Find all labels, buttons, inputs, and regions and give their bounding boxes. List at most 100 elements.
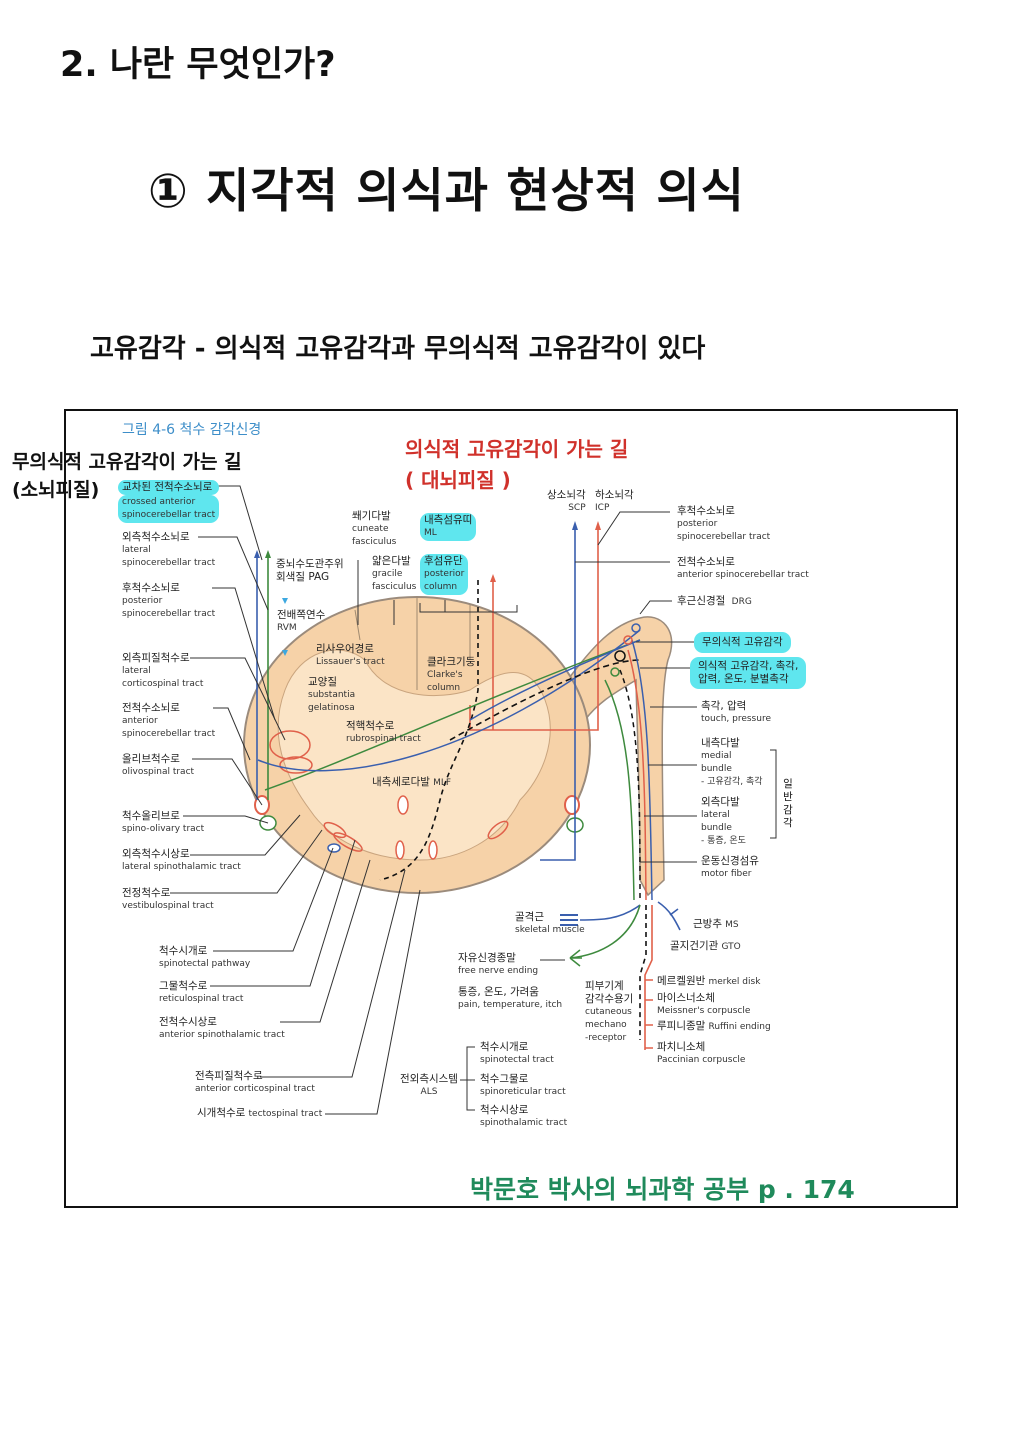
label-en: spinothalamic tract xyxy=(480,1118,568,1128)
label-merkel-disk: 메르켈원반 merkel disk xyxy=(657,975,760,989)
label-ko: 적핵척수로 xyxy=(346,720,395,732)
label-ko: 외측척수시상로 xyxy=(122,848,190,860)
label-ko: 파치니소체 xyxy=(657,1041,706,1053)
label-en: lateral spinothalamic tract xyxy=(122,862,241,872)
unconscious-path-line2: (소뇌피질) xyxy=(12,479,100,501)
label-ko: 골격근 xyxy=(515,911,544,923)
label-en: motor fiber xyxy=(701,869,752,879)
label-en: posterior spinocerebellar tract xyxy=(122,596,216,619)
label-spino-olivary: 척수올리브로 spino-olivary tract xyxy=(122,810,204,836)
label-en: spinoreticular tract xyxy=(480,1087,566,1097)
label-en: spinotectal tract xyxy=(480,1055,554,1065)
label-ko: 전척수소뇌로 xyxy=(122,702,180,714)
label-en: Ruffini ending xyxy=(708,1022,771,1032)
label-ko: 전척수소뇌로 xyxy=(677,556,735,568)
arrow-down-icon xyxy=(282,650,288,656)
label-en: GTO xyxy=(721,942,741,952)
figure-frame xyxy=(64,409,958,1208)
label-ko: 전척수시상로 xyxy=(159,1016,217,1028)
label-en: ML xyxy=(424,528,437,538)
label-en: Clarke's column xyxy=(427,670,463,693)
label-ko: 하소뇌각 xyxy=(595,489,634,501)
label-ko: 교차된 전척수소뇌로 xyxy=(118,480,220,495)
label-right-anterior-spinocerebellar: 전척수소뇌로 anterior spinocerebellar tract xyxy=(677,556,809,582)
label-rubrospinal: 적핵척수로 rubrospinal tract xyxy=(346,720,421,746)
label-ko: 무의식적 고유감각 xyxy=(702,636,783,648)
label-ko: 척수올리브로 xyxy=(122,810,180,822)
arrow-down-icon xyxy=(282,598,288,604)
label-en: DRG xyxy=(731,597,752,607)
label-ko: 메르켈원반 xyxy=(657,975,706,987)
label-en: free nerve ending xyxy=(458,966,539,976)
label-en: spino-olivary tract xyxy=(122,824,205,834)
label-ko: 척수그물로 xyxy=(480,1073,529,1085)
label-en: olivospinal tract xyxy=(122,767,195,777)
label-gracile-fasciculus: 얇은다발 gracile fasciculus xyxy=(372,555,416,594)
label-tectospinal: 시개척수로 tectospinal tract xyxy=(197,1107,322,1121)
label-ko: 촉각, 압력 xyxy=(701,700,747,712)
label-pacinian-corpuscle: 파치니소체 Paccinian corpuscle xyxy=(657,1041,745,1067)
label-en: spinotectal pathway xyxy=(159,959,251,969)
label-en: gracile fasciculus xyxy=(372,569,417,592)
label-ko: 중뇌수도관주위 회색질 PAG xyxy=(276,558,344,583)
dorsal-root-arm xyxy=(559,616,673,897)
label-ko: 루피니종말 xyxy=(657,1020,706,1032)
label-ko: 전측피질척수로 xyxy=(195,1070,263,1082)
label-en: rubrospinal tract xyxy=(346,734,421,744)
label-en: cuneate fasciculus xyxy=(352,524,397,547)
label-ko: 그물척수로 xyxy=(159,980,208,992)
unconscious-path-line1: 무의식적 고유감각이 가는 길 xyxy=(12,451,242,473)
page-title: 2. 나란 무엇인가? xyxy=(60,45,336,85)
label-en: ICP xyxy=(595,503,610,513)
label-ko: 후근신경절 xyxy=(677,595,726,607)
label-en: anterior spinocerebellar tract xyxy=(677,570,809,580)
label-gto: 골지건기관 GTO xyxy=(670,940,741,954)
unconscious-path-note: 무의식적 고유감각이 가는 길 (소뇌피질) xyxy=(12,448,242,504)
label-ko: 외측다발 xyxy=(701,796,740,808)
label-ko: 얇은다발 xyxy=(372,555,411,567)
label-en: medial bundle - 고유감각, 촉각 xyxy=(701,751,763,787)
label-en: merkel disk xyxy=(708,977,761,987)
label-en: lateral spinocerebellar tract xyxy=(122,545,216,568)
label-pag: 중뇌수도관주위 회색질 PAG xyxy=(276,558,344,584)
label-general-sensation: 일 반 감 각 xyxy=(783,778,793,829)
label-en: MLF xyxy=(433,778,452,788)
label-en: tectospinal tract xyxy=(248,1109,323,1119)
label-ko: 전정척수로 xyxy=(122,887,171,899)
label-ko: 외측피질척수로 xyxy=(122,652,190,664)
label-en: anterior spinocerebellar tract xyxy=(122,716,216,739)
label-ko: 의식적 고유감각, 촉각, 압력, 온도, 분별촉각 xyxy=(698,660,799,685)
label-anterior-spinothalamic: 전척수시상로 anterior spinothalamic tract xyxy=(159,1016,285,1042)
label-ko: 자유신경종말 xyxy=(458,952,516,964)
label-en: vestibulospinal tract xyxy=(122,901,214,911)
label-muscle-spindle: 근방추 MS xyxy=(693,918,739,932)
label-als-spinoreticular: 척수그물로 spinoreticular tract xyxy=(480,1073,566,1099)
label-icp: 하소뇌각 ICP xyxy=(595,489,634,515)
label-en: Lissauer's tract xyxy=(316,657,385,667)
label-en: substantia gelatinosa xyxy=(308,690,356,713)
source-citation: 박문호 박사의 뇌과학 공부 p . 174 xyxy=(470,1175,855,1204)
label-en: Paccinian corpuscle xyxy=(657,1055,746,1065)
label-en: posterior column xyxy=(424,569,465,592)
label-en: anterior spinothalamic tract xyxy=(159,1030,285,1040)
label-ko: 통증, 온도, 가려움 xyxy=(458,986,539,998)
